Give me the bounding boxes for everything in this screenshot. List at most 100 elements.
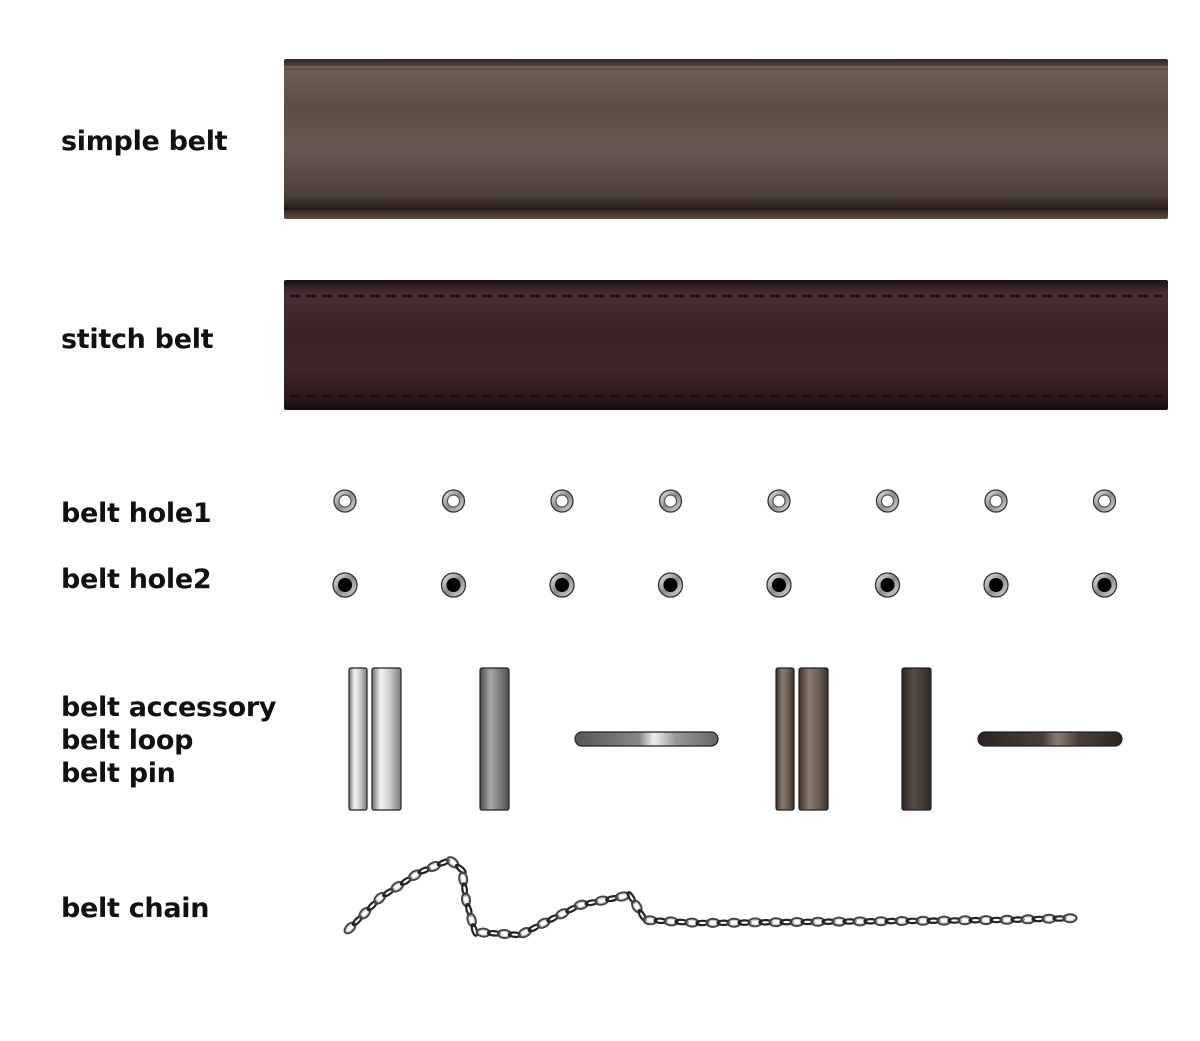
chain-link (343, 921, 357, 935)
chain-link-highlight (918, 917, 928, 924)
chain-link (936, 915, 952, 926)
chain-link (584, 899, 599, 907)
chain-link (458, 871, 469, 887)
belt-hole2-4 (657, 572, 684, 598)
label-belt-loop: belt loop (61, 725, 194, 756)
chain-link-highlight (478, 929, 489, 936)
chain-link (1020, 914, 1036, 925)
chain-link (466, 912, 477, 928)
chain-link (642, 915, 658, 926)
chain-link (399, 876, 413, 886)
chain-link (894, 915, 910, 927)
chain-link (461, 882, 469, 897)
chain-link (684, 917, 700, 928)
chain-link (631, 899, 643, 914)
chain-link-highlight (520, 929, 530, 936)
chain-link (366, 900, 378, 912)
label-stitch-belt: stitch belt (61, 324, 214, 355)
belt-hole1-6 (875, 489, 900, 513)
chain-link (1031, 915, 1046, 923)
belt-hole1-3 (550, 489, 574, 513)
chain-link-highlight (1023, 916, 1033, 923)
chain-link (426, 861, 442, 872)
chain-link (863, 917, 878, 925)
chain-link (789, 916, 805, 928)
chain-link (555, 908, 570, 920)
chain-link-highlight (538, 919, 549, 927)
chain-link (408, 869, 422, 882)
belt-hole2-6 (874, 572, 901, 598)
chain-link (637, 909, 647, 922)
chain-link (517, 926, 532, 939)
chain-link (768, 917, 784, 928)
chain-link (436, 858, 451, 867)
chain-link (726, 917, 742, 928)
chain-link (737, 919, 752, 926)
chain-link-highlight (1044, 915, 1054, 922)
chain-link-highlight (792, 919, 802, 925)
chain-link-highlight (463, 894, 469, 905)
belt-hole1-7 (984, 489, 1008, 513)
label-belt-pin: belt pin (61, 758, 176, 789)
chain-link-highlight (645, 917, 656, 924)
chain-link-highlight (557, 910, 567, 918)
chain-link-highlight (834, 918, 844, 925)
label-belt-hole1: belt hole1 (61, 498, 212, 529)
belt-hole2-1 (332, 572, 358, 598)
chain-link (1052, 915, 1067, 922)
chain-link (873, 916, 889, 927)
chain-link-highlight (617, 893, 628, 900)
chain-link-highlight (855, 918, 865, 925)
belt-hole1-4 (658, 489, 683, 513)
chain-link (716, 919, 731, 927)
chain-link (999, 914, 1015, 925)
chain-link (831, 916, 847, 927)
chain-link (842, 918, 857, 925)
chain-link (373, 891, 387, 905)
label-belt-hole2: belt hole2 (61, 564, 212, 595)
chain-link (573, 899, 589, 910)
chain-link (915, 915, 931, 926)
belt-hole2-7 (983, 572, 1009, 598)
chain-link (821, 918, 836, 926)
simple-belt-strap (284, 59, 1170, 221)
stitch-belt-strap (284, 280, 1170, 412)
chain-link (546, 914, 560, 923)
chain-link-highlight (981, 917, 991, 923)
chain-link-highlight (687, 919, 697, 926)
chain-link (605, 895, 620, 903)
chain-link (926, 917, 941, 925)
chain-link (978, 915, 994, 926)
chain-link (747, 917, 763, 928)
chain-link-highlight (666, 918, 677, 925)
chain-link-highlight (876, 918, 886, 925)
chain-link-highlight (410, 871, 420, 879)
chain-link-highlight (345, 923, 355, 933)
chain-link-highlight (771, 919, 781, 926)
chain-link-highlight (429, 863, 439, 870)
chain-link-highlight (375, 894, 384, 903)
chain-link-highlight (897, 918, 907, 924)
chain-link (695, 919, 710, 927)
chain-link (358, 906, 372, 920)
chain-link (496, 928, 512, 940)
chain-link (507, 931, 522, 939)
chain-link-highlight (708, 920, 718, 926)
chain-link (390, 880, 405, 893)
chain-link (800, 918, 815, 926)
chain-link (594, 895, 610, 906)
chain-link (626, 891, 637, 904)
chain-link (674, 918, 689, 926)
belt-accessory-group (340, 664, 1140, 814)
chain-link-highlight (1065, 915, 1075, 922)
chain-link (663, 916, 679, 927)
chain-link-highlight (633, 901, 641, 911)
label-belt-accessory: belt accessory (61, 692, 277, 723)
chain-link (653, 917, 668, 925)
belt-hole2-3 (549, 572, 575, 598)
chain-link-highlight (392, 883, 402, 891)
chain-link-highlight (729, 919, 739, 926)
belt-hole2-5 (766, 572, 792, 598)
chain-link (1010, 916, 1025, 923)
chain-link-highlight (596, 897, 607, 904)
